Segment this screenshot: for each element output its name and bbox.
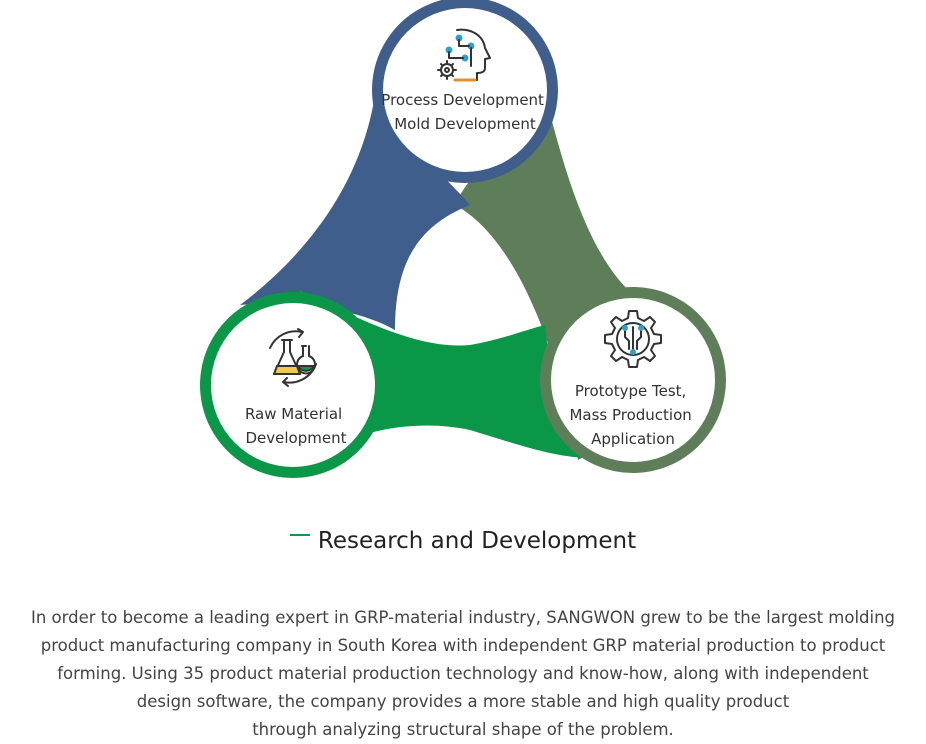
section-title: Research and Development — [0, 528, 926, 554]
title-accent-line — [289, 534, 310, 536]
node-label-raw: Raw Material Development — [245, 405, 347, 447]
node-process — [383, 8, 547, 172]
node-label-process: Process Development Mold Development — [381, 91, 548, 133]
node-label-prototype: Prototype Test, Mass Production Applicat… — [569, 382, 696, 448]
description-line: In order to become a leading expert in G… — [30, 608, 896, 627]
ai-brain-gear-icon — [437, 28, 491, 82]
rnd-cycle-diagram: Process Development Mold Development Raw… — [200, 0, 726, 478]
section-title-text: Research and Development — [317, 528, 637, 554]
node-raw — [211, 303, 375, 467]
description-line: forming. Using 35 product material produ… — [57, 664, 869, 683]
description-line: design software, the company provides a … — [136, 692, 790, 711]
lab-flask-icon — [269, 328, 317, 387]
node-prototype — [551, 298, 715, 462]
circuit-gear-icon — [604, 310, 662, 368]
description-line: product manufacturing company in South K… — [40, 636, 886, 655]
description: In order to become a leading expert in G… — [0, 604, 926, 744]
description-line: through analyzing structural shape of th… — [252, 720, 674, 739]
